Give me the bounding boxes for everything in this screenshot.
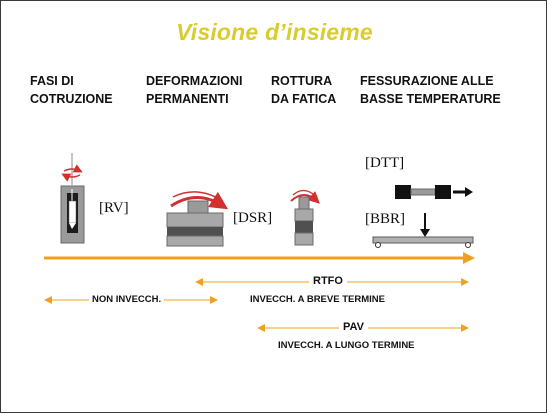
unaged-label: NON INVECCH. (89, 294, 165, 305)
rotational-viscometer-icon (60, 153, 85, 244)
phase-fatigue: ROTTURA DA FATICA (271, 72, 336, 108)
test-label-dtt: [DTT] (365, 155, 405, 171)
rtfo-label: RTFO (309, 275, 347, 287)
dynamic-shear-rheometer-small-icon (290, 189, 320, 246)
rtfo-description: INVECCH. A BREVE TERMINE (250, 294, 385, 305)
phase-fatigue-line2: DA FATICA (271, 92, 337, 106)
test-label-bbr: [BBR] (365, 211, 406, 227)
phase-cracking-line2: BASSE TEMPERATURE (360, 92, 501, 106)
phase-cracking-line1: FESSURAZIONE ALLE (360, 74, 494, 88)
phase-fatigue-line1: ROTTURA (271, 74, 333, 88)
bending-beam-rheometer-icon (372, 213, 474, 248)
timeline-arrowhead (463, 252, 475, 264)
phase-construction-line2: COTRUZIONE (30, 92, 113, 106)
phase-construction: FASI DI COTRUZIONE (30, 72, 113, 108)
test-label-dsr: [DSR] (233, 210, 273, 226)
pav-description: INVECCH. A LUNGO TERMINE (278, 340, 415, 351)
phase-deformation: DEFORMAZIONI PERMANENTI (146, 72, 243, 108)
test-label-rv: [RV] (99, 200, 129, 216)
phase-cracking: FESSURAZIONE ALLE BASSE TEMPERATURE (360, 72, 501, 108)
phase-construction-line1: FASI DI (30, 74, 74, 88)
dynamic-shear-rheometer-icon (166, 191, 229, 247)
phase-deformation-line1: DEFORMAZIONI (146, 74, 243, 88)
direct-tension-tester-icon (395, 185, 473, 199)
phase-deformation-line2: PERMANENTI (146, 92, 229, 106)
pav-label: PAV (339, 321, 368, 333)
slide-title: Visione d’insieme (176, 19, 373, 45)
